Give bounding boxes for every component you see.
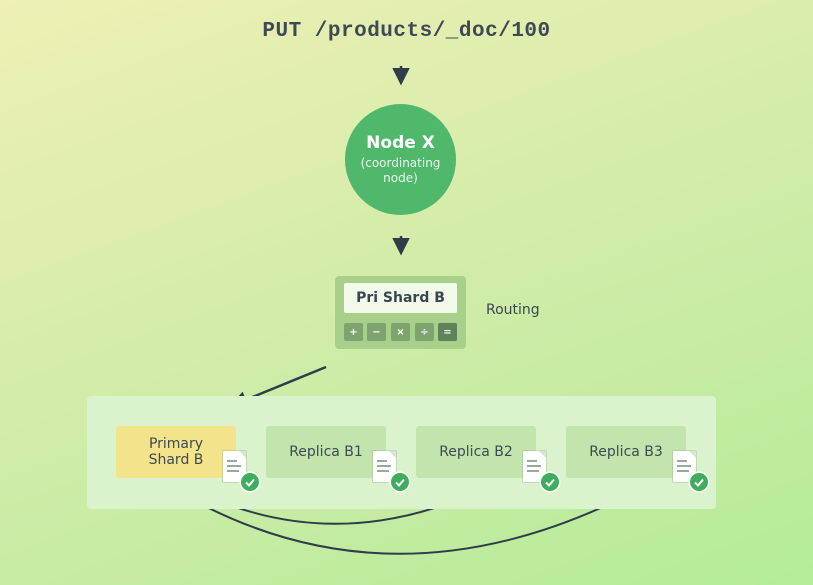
calc-key-plus: + — [344, 323, 363, 341]
shard-label-line1: Primary — [148, 436, 204, 452]
node-title: Node X — [366, 133, 435, 153]
request-line: PUT /products/_doc/100 — [262, 20, 551, 43]
node-subtitle-line1: (coordinating — [360, 156, 441, 170]
shard-label-line2: Shard B — [148, 452, 204, 468]
document-icon — [223, 451, 246, 482]
replica-shard-b2: Replica B2 — [416, 426, 536, 478]
node-subtitle-line2: node) — [383, 171, 418, 185]
shard-label: Replica B2 — [439, 444, 513, 460]
calc-key-minus: − — [367, 323, 386, 341]
document-icon — [373, 451, 396, 482]
document-icon — [673, 451, 696, 482]
document-icon — [523, 451, 546, 482]
routing-result-screen: Pri Shard B — [344, 283, 457, 313]
checkmark-icon — [690, 473, 708, 491]
primary-shard-b: Primary Shard B — [116, 426, 236, 478]
calc-key-multiply: × — [391, 323, 410, 341]
shard-label: Replica B1 — [289, 444, 363, 460]
calculator-icon: Pri Shard B + − × ÷ = — [335, 276, 466, 349]
checkmark-icon — [241, 473, 259, 491]
shard-label: Replica B3 — [589, 444, 663, 460]
routing-label: Routing — [486, 302, 540, 318]
calc-key-equals: = — [438, 323, 457, 341]
replica-shard-b1: Replica B1 — [266, 426, 386, 478]
calc-key-divide: ÷ — [415, 323, 434, 341]
coordinating-node: Node X (coordinating node) — [345, 104, 456, 215]
checkmark-icon — [391, 473, 409, 491]
replica-shard-b3: Replica B3 — [566, 426, 686, 478]
replicate-arrow-b3 — [176, 490, 633, 555]
checkmark-icon — [541, 473, 559, 491]
